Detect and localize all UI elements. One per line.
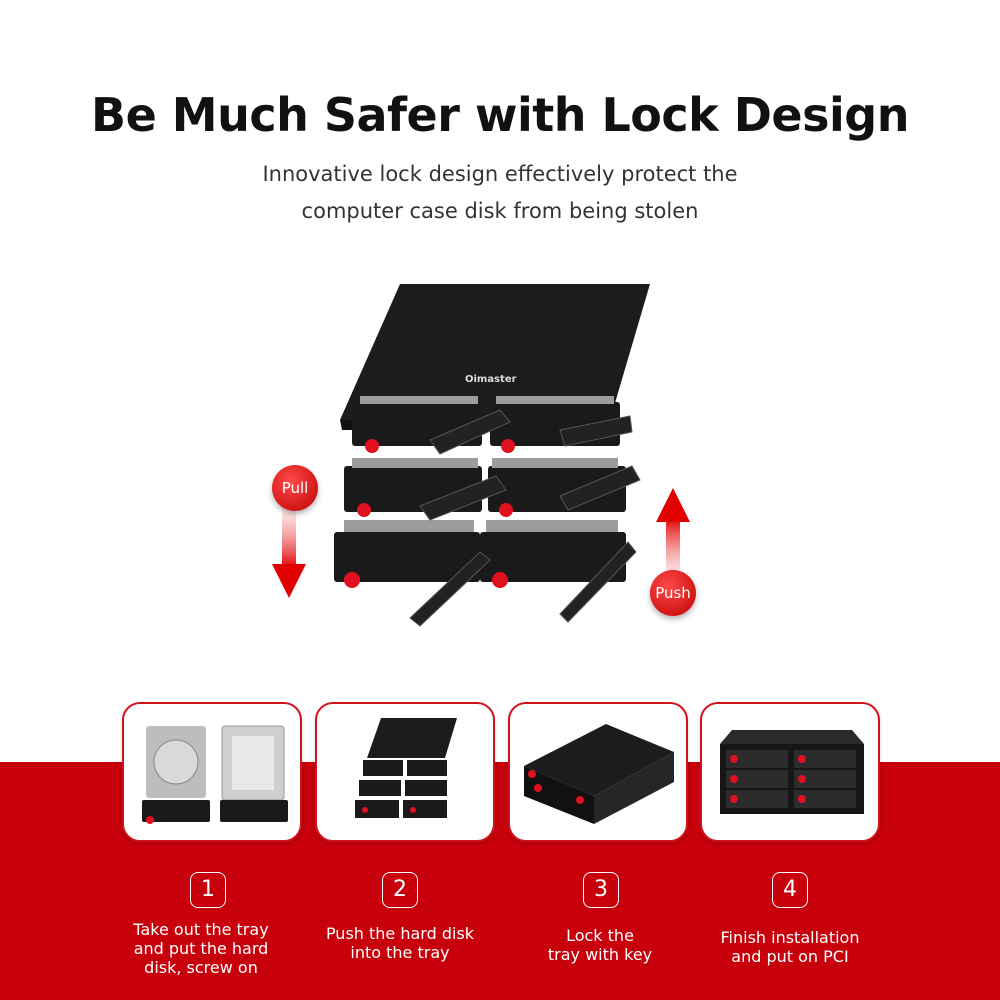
- step-2-image: [315, 702, 495, 842]
- step-1-line-3: disk, screw on: [144, 958, 258, 977]
- pull-label: Pull: [272, 465, 318, 511]
- step-4-number: 4: [772, 872, 808, 908]
- step-3-text: Lock the tray with key: [505, 926, 695, 964]
- step-1-line-2: and put the hard: [133, 939, 269, 958]
- step-2-number: 2: [382, 872, 418, 908]
- page-subtitle: Innovative lock design effectively prote…: [0, 156, 1000, 230]
- hdd-enclosure-illustration: Oimaster: [334, 284, 650, 627]
- step-2-line-1: Push the hard disk: [325, 924, 475, 943]
- step-3-number: 3: [583, 872, 619, 908]
- step-1-line-1: Take out the tray: [133, 920, 269, 939]
- step-3-line-2: tray with key: [547, 945, 653, 964]
- step-2-line-2: into the tray: [350, 943, 450, 962]
- step-4-line-1: Finish installation: [720, 928, 860, 947]
- hero-brand-text: Oimaster: [465, 374, 517, 385]
- subtitle-line-2: computer case disk from being stolen: [301, 199, 699, 223]
- step-4-line-2: and put on PCI: [731, 947, 849, 966]
- step-3-image: [508, 702, 688, 842]
- step-4-text: Finish installation and put on PCI: [695, 928, 885, 966]
- step-1-number: 1: [190, 872, 226, 908]
- step-3-line-1: Lock the: [566, 926, 634, 945]
- product-hero-image: Oimaster: [260, 270, 660, 630]
- page-title: Be Much Safer with Lock Design: [91, 88, 909, 142]
- step-4-image: [700, 702, 880, 842]
- subtitle-line-1: Innovative lock design effectively prote…: [262, 162, 738, 186]
- pull-arrow-icon: [272, 498, 306, 598]
- step-2-text: Push the hard disk into the tray: [305, 924, 495, 962]
- step-1-image: [122, 702, 302, 842]
- push-label: Push: [650, 570, 696, 616]
- step-1-text: Take out the tray and put the hard disk,…: [106, 920, 296, 977]
